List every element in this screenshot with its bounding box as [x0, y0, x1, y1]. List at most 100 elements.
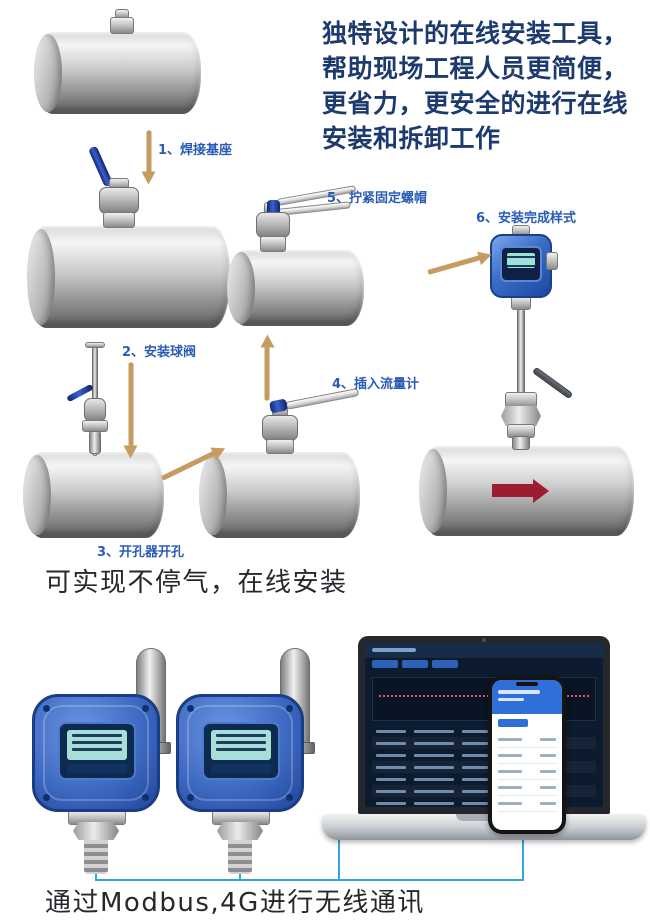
valve-top — [505, 392, 537, 408]
cell-bar — [498, 754, 522, 757]
bolt — [187, 705, 194, 712]
phone-notch — [516, 682, 538, 686]
phone-app-button — [498, 719, 528, 727]
detector-face-ring — [43, 705, 149, 801]
toolbar-chip — [372, 660, 398, 668]
valve-flange — [266, 439, 294, 454]
cell-bar — [414, 753, 454, 757]
flow-direction-arrow-icon — [492, 484, 534, 497]
lcd-text-line — [216, 741, 266, 744]
list-item — [498, 796, 556, 812]
weld-base — [110, 17, 134, 34]
detector-hex-nut — [73, 822, 119, 840]
lcd-strip — [67, 764, 127, 773]
ball-valve-body — [256, 212, 290, 238]
bolt — [142, 794, 149, 801]
ball-valve-body — [99, 187, 139, 214]
meter-probe-rod — [517, 308, 525, 396]
arrow-step2-icon — [128, 362, 134, 447]
head-side-fitting — [546, 252, 558, 270]
step-label-2: 2、安装球阀 — [122, 345, 197, 360]
cell-bar — [414, 741, 454, 745]
cell-bar — [414, 789, 454, 793]
lcd-screen — [67, 730, 127, 760]
gas-detector-1 — [28, 642, 178, 877]
cell-bar — [540, 802, 556, 805]
bolt — [187, 794, 194, 801]
dashboard-toolbar — [365, 658, 603, 675]
meter-lcd — [507, 253, 535, 268]
laptop — [322, 630, 646, 862]
cell-bar — [462, 801, 488, 805]
laptop-base — [322, 814, 646, 840]
cell-bar — [462, 729, 488, 733]
list-item — [498, 780, 556, 796]
valve-stem — [512, 436, 530, 450]
pipe-step3 — [23, 452, 164, 538]
pipe-step1 — [34, 32, 201, 114]
cell-bar — [414, 777, 454, 781]
valve-stem — [89, 431, 101, 454]
intro-text: 独特设计的在线安装工具， 帮助现场工程人员更简便， 更省力，更安全的进行在线安装… — [322, 19, 629, 153]
lcd-text-line — [216, 734, 266, 737]
smartphone — [488, 676, 566, 834]
list-item — [498, 764, 556, 780]
laptop-screen — [358, 636, 610, 814]
caption-online-install: 可实现不停气，在线安装 — [45, 568, 348, 598]
valve-flange — [260, 236, 286, 252]
dashboard-screen — [365, 643, 603, 807]
valve-flange — [103, 212, 135, 228]
detector-threaded-stem — [228, 840, 252, 874]
cell-bar — [376, 741, 406, 745]
arrow-step6-icon — [427, 255, 481, 275]
ball-valve-body — [84, 398, 106, 422]
cell-bar — [498, 786, 522, 789]
phone-screen — [492, 680, 562, 830]
step-label-4: 4、插入流量计 — [332, 377, 420, 392]
arrow-step4-icon — [264, 346, 270, 401]
header-text-bar — [498, 690, 540, 694]
cell-bar — [540, 754, 556, 757]
bolt — [286, 705, 293, 712]
hex-nut — [501, 406, 541, 426]
cell-bar — [414, 801, 454, 805]
step-label-6: 6、安装完成样式 — [476, 211, 577, 226]
cell-bar — [462, 741, 488, 745]
detector-display — [58, 722, 136, 780]
bolt — [43, 705, 50, 712]
dashboard-header — [365, 643, 603, 658]
cell-bar — [462, 765, 488, 769]
toolbar-chip — [402, 660, 428, 668]
detector-body — [176, 694, 304, 812]
step-label-1: 1、焊接基座 — [158, 143, 233, 158]
lcd-text-line — [72, 741, 122, 744]
cell-bar — [498, 738, 522, 741]
cell-bar — [498, 802, 522, 805]
step-label-3: 3、开孔器开孔 — [97, 545, 185, 560]
phone-app-list — [498, 732, 556, 812]
gas-detector-2 — [172, 642, 322, 877]
cell-bar — [462, 777, 488, 781]
lcd-screen — [211, 730, 271, 760]
wire-bus — [95, 879, 524, 881]
pipe-step4 — [199, 452, 360, 538]
detector-threaded-stem — [84, 840, 108, 874]
detector-display — [202, 722, 280, 780]
list-item — [498, 732, 556, 748]
pipe-step5 — [227, 250, 364, 326]
bolt — [286, 794, 293, 801]
cell-bar — [376, 729, 406, 733]
detector-body — [32, 694, 160, 812]
header-text-bar — [498, 698, 524, 701]
bolt — [43, 794, 50, 801]
lcd-text-line — [216, 748, 266, 751]
detector-hex-nut — [217, 822, 263, 840]
cell-bar — [414, 765, 454, 769]
cell-bar — [376, 777, 406, 781]
wire-detector2 — [239, 871, 241, 881]
bolt — [142, 705, 149, 712]
cell-bar — [376, 765, 406, 769]
cell-bar — [540, 786, 556, 789]
cell-bar — [414, 729, 454, 733]
